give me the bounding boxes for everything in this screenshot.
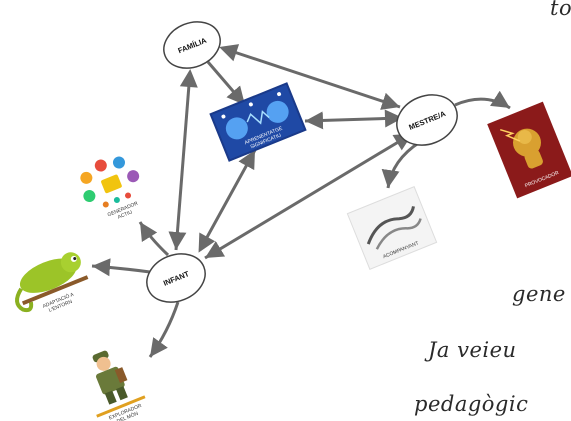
side-text-line1: to [550,0,571,20]
arrow-mestra-provocador [454,90,511,110]
arrow-infant-aprenentatge [198,149,257,253]
connectors [91,44,511,358]
side-text-line4: pedagògic [414,392,529,416]
node-familia: FAMÍLIA [163,21,221,69]
lightning-icon [500,128,521,142]
arrow-infant-generador [138,221,170,257]
arrow-familia-aprenentatge [206,61,247,106]
adaptacio-image: ADAPTACIÓ A L'ENTORN [15,252,89,314]
generador-caption-2: ACTIU [117,209,134,220]
explorador-image: EXPLORADOR DEL MÓN [92,350,146,421]
arrow-familia-infant [168,69,198,251]
arrow-familia-mestra [219,44,401,110]
generador-image: GENERADOR ACTIU [80,156,139,221]
arrow-mestra-acompanyant [381,140,421,189]
provocador-image: PROVOCADOR [487,101,571,199]
hands-icon [366,206,415,245]
acompanyant-image: ACOMPANYANT [346,186,438,270]
explorador-caption-2: DEL MÓN [116,410,140,421]
aprenentatge-image: APRENENTATGE SIGNIFICATIU [209,82,307,162]
node-mestra: MESTRE/A [396,94,458,146]
arrow-mestra-aprenentatge [304,109,403,130]
side-text-line3: Ja veieu [428,338,517,362]
node-infant: INFANT [146,253,206,303]
side-text-line2: gene [512,282,566,306]
arrow-mestra-infant [204,133,413,260]
arrow-infant-explorador [148,301,180,358]
arrow-infant-adaptacio [91,258,151,277]
